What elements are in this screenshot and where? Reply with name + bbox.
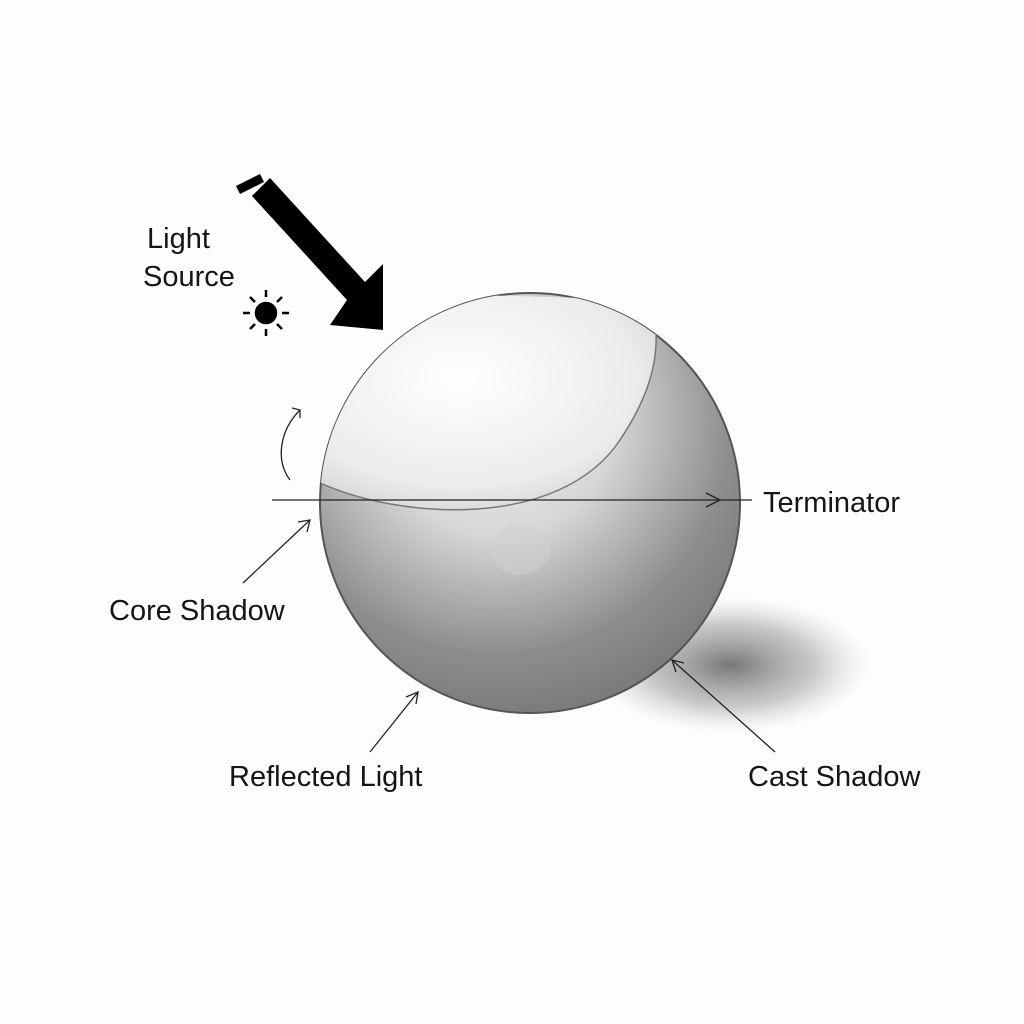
sun-icon [243, 290, 289, 336]
light-source-label-2: Source [143, 261, 235, 293]
light-direction-arrow [235, 173, 383, 330]
core-shadow-pointer [242, 519, 311, 584]
cast-shadow-pointer [671, 659, 776, 753]
cast-shadow-label: Cast Shadow [748, 761, 921, 793]
curved-arrow [280, 407, 301, 481]
terminator-label: Terminator [763, 487, 900, 519]
terminator-line [272, 492, 752, 508]
core-shadow-label: Core Shadow [109, 595, 285, 627]
light-source-label: Light [147, 223, 210, 255]
reflected-light-pointer [369, 690, 419, 753]
reflected-light-label: Reflected Light [229, 761, 423, 793]
